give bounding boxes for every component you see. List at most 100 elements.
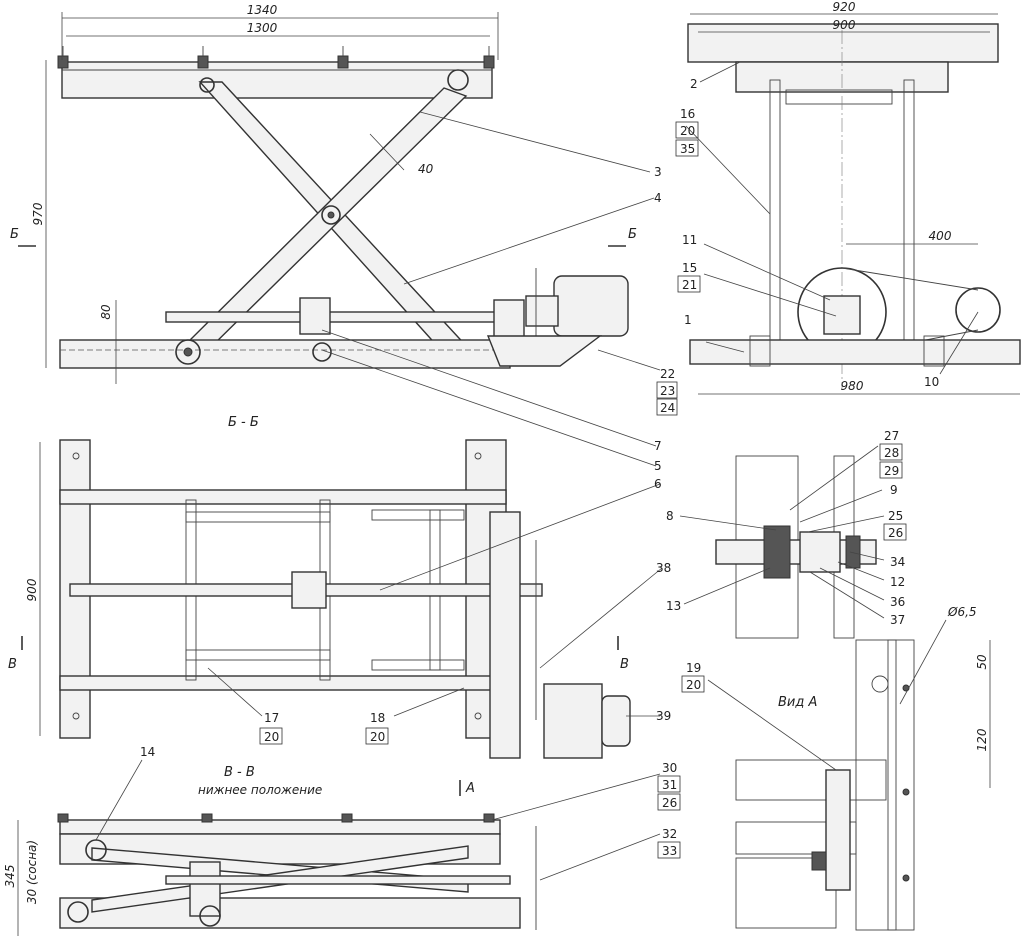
callout: 28 (884, 446, 899, 460)
end-view: 920 900 400 980 (685, 0, 1021, 395)
callout: 33 (662, 844, 677, 858)
side-view: 1340 1300 970 80 40 Б Б (10, 3, 661, 467)
motor-coupling (525, 295, 559, 327)
callout: 8 (666, 509, 674, 523)
view-a-beam (735, 759, 887, 801)
detail-nut (845, 535, 861, 569)
view-a-post (855, 639, 897, 931)
leader-9 (799, 489, 883, 523)
dim-angle: 40 (418, 162, 434, 176)
leader-8 (679, 515, 777, 531)
callout: 9 (890, 483, 898, 497)
callout-box (883, 523, 907, 541)
clamp (197, 55, 209, 69)
angle-leader (369, 133, 405, 171)
callout: 34 (890, 555, 905, 569)
hole (72, 712, 80, 720)
callout: 16 (680, 107, 695, 121)
leader-22 (597, 349, 661, 371)
plan-motor (543, 683, 603, 759)
end-foot (749, 335, 771, 367)
callout-box (657, 793, 681, 811)
view-a-bracket (825, 769, 851, 891)
dim-end-width: 920 (833, 0, 856, 14)
callout-box (657, 775, 681, 793)
view-a-beam (735, 857, 837, 929)
plan-motor-end (601, 695, 631, 747)
low-roller (67, 901, 89, 923)
plan-arm (371, 509, 465, 521)
base-frame (59, 339, 511, 369)
dim-hole-spacing-2: 120 (975, 728, 989, 751)
clamp (57, 813, 69, 823)
callout-box (656, 381, 678, 399)
callout: 19 (686, 661, 701, 675)
callout: 22 (660, 367, 675, 381)
lower-position-view: В - В нижнее положение 345 30 (сосна) А (3, 759, 661, 936)
callout-box (365, 727, 389, 745)
callout: 23 (660, 384, 675, 398)
leader-10 (939, 311, 979, 375)
callout: 29 (884, 464, 899, 478)
callout: 21 (682, 278, 697, 292)
leader-38 (539, 567, 663, 669)
callout: 24 (660, 401, 675, 415)
callout: 2 (690, 77, 698, 91)
callout: 26 (888, 526, 903, 540)
callout: 10 (924, 375, 939, 389)
dim-base-offset: 80 (99, 304, 113, 320)
clamp (483, 55, 495, 69)
section-v-note: нижнее положение (198, 783, 322, 797)
dim-plan-width: 900 (25, 578, 39, 601)
clamp (341, 813, 353, 823)
dim-hole-dia: Ø6,5 (947, 605, 977, 619)
callout: 6 (654, 477, 662, 491)
leader-25 (807, 515, 885, 533)
base-roller (175, 339, 201, 365)
low-platform (59, 819, 501, 835)
callout: 38 (656, 561, 671, 575)
leader-12 (837, 561, 885, 581)
callout: 4 (654, 191, 662, 205)
callout: 17 (264, 711, 279, 725)
callout: 35 (680, 142, 695, 156)
plan-rail-bottom (59, 675, 507, 691)
dim-pine: 30 (сосна) (25, 840, 39, 904)
callout: 37 (890, 613, 905, 627)
bearing-detail (679, 445, 885, 639)
plan-arm (371, 659, 465, 671)
view-a: Вид А 50 120 Ø6,5 (707, 605, 991, 931)
dim-height: 970 (31, 202, 45, 225)
callout-box (677, 275, 701, 293)
callout-box (675, 121, 699, 139)
motor-pulley (955, 287, 1001, 333)
top-pivot (199, 77, 215, 93)
dim-top-inner: 1300 (247, 21, 278, 35)
callout: 1 (684, 313, 692, 327)
cut-v-left: В (8, 657, 17, 672)
leader-15 (703, 273, 837, 317)
clamp (483, 813, 495, 823)
leader-17 (207, 667, 263, 717)
view-a-plate (887, 639, 915, 931)
clamp (201, 813, 213, 823)
hole (474, 452, 482, 460)
base-roller-pin (183, 347, 193, 357)
detail-collar (799, 531, 841, 573)
plan-nut (291, 571, 327, 609)
callout: 31 (662, 778, 677, 792)
detail-bearing (763, 525, 791, 579)
low-wheel (199, 905, 221, 927)
leader-3 (419, 111, 651, 173)
leader-4 (403, 197, 655, 285)
callout: 7 (654, 439, 662, 453)
plan-motor-plate (489, 511, 521, 759)
dim-hole-spacing-1: 50 (975, 654, 989, 670)
leader-13 (683, 567, 771, 605)
leader-1 (705, 341, 745, 353)
leader-36 (819, 567, 885, 601)
top-roller (447, 69, 469, 91)
callout: 20 (264, 730, 279, 744)
base-wheel (312, 342, 332, 362)
